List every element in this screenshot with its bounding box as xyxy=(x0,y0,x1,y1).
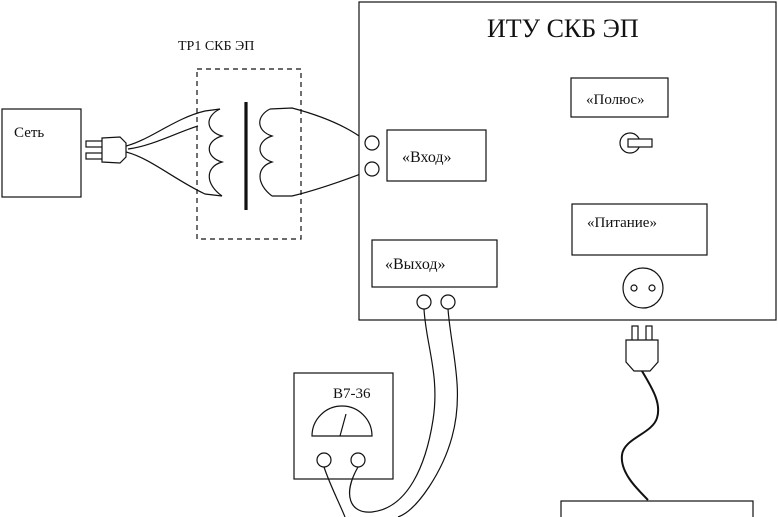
power-label: «Питание» xyxy=(587,215,657,231)
network-label: Сеть xyxy=(14,125,44,141)
mains-cord xyxy=(125,108,223,197)
power-supply-box xyxy=(560,500,754,517)
device-title: ИТУ СКБ ЭП xyxy=(487,14,639,43)
voltmeter-terminal-2[interactable] xyxy=(350,452,366,468)
power-cord xyxy=(620,370,660,501)
input-label: «Вход» xyxy=(402,149,452,166)
transformer-label: ТР1 СКБ ЭП xyxy=(178,39,254,54)
network-block: Сеть xyxy=(1,108,82,198)
power-label-box xyxy=(571,203,708,256)
device-box xyxy=(358,1,777,321)
primary-winding-icon xyxy=(208,108,225,197)
power-supply-block xyxy=(560,500,754,517)
secondary-winding-icon xyxy=(259,108,275,197)
device-block: ИТУ СКБ ЭП «Вход» «Выход» «Полюс» «Питан… xyxy=(358,1,777,321)
input-label-box xyxy=(386,129,487,182)
voltmeter-label: В7-36 xyxy=(333,386,371,402)
input-terminal-1[interactable] xyxy=(364,135,380,151)
power-socket-icon[interactable] xyxy=(622,267,664,309)
output-label-box xyxy=(371,239,498,288)
voltmeter-block: В7-36 xyxy=(293,372,394,480)
input-terminal-2[interactable] xyxy=(364,161,380,177)
voltmeter-terminal-1[interactable] xyxy=(316,452,332,468)
gauge-icon xyxy=(311,405,373,437)
polarity-label: «Полюс» xyxy=(586,92,644,108)
power-plug-icon xyxy=(625,325,659,372)
mains-plug-icon xyxy=(85,136,127,164)
output-terminal-1[interactable] xyxy=(416,294,432,310)
polarity-switch-icon[interactable] xyxy=(619,132,653,154)
measurement-leads xyxy=(323,308,459,517)
transformer-block: ТР1 СКБ ЭП xyxy=(178,39,367,240)
polarity-label-box xyxy=(570,77,669,118)
network-box xyxy=(1,108,82,198)
transformer-enclosure xyxy=(196,68,302,240)
output-terminal-2[interactable] xyxy=(440,294,456,310)
output-label: «Выход» xyxy=(385,256,446,273)
